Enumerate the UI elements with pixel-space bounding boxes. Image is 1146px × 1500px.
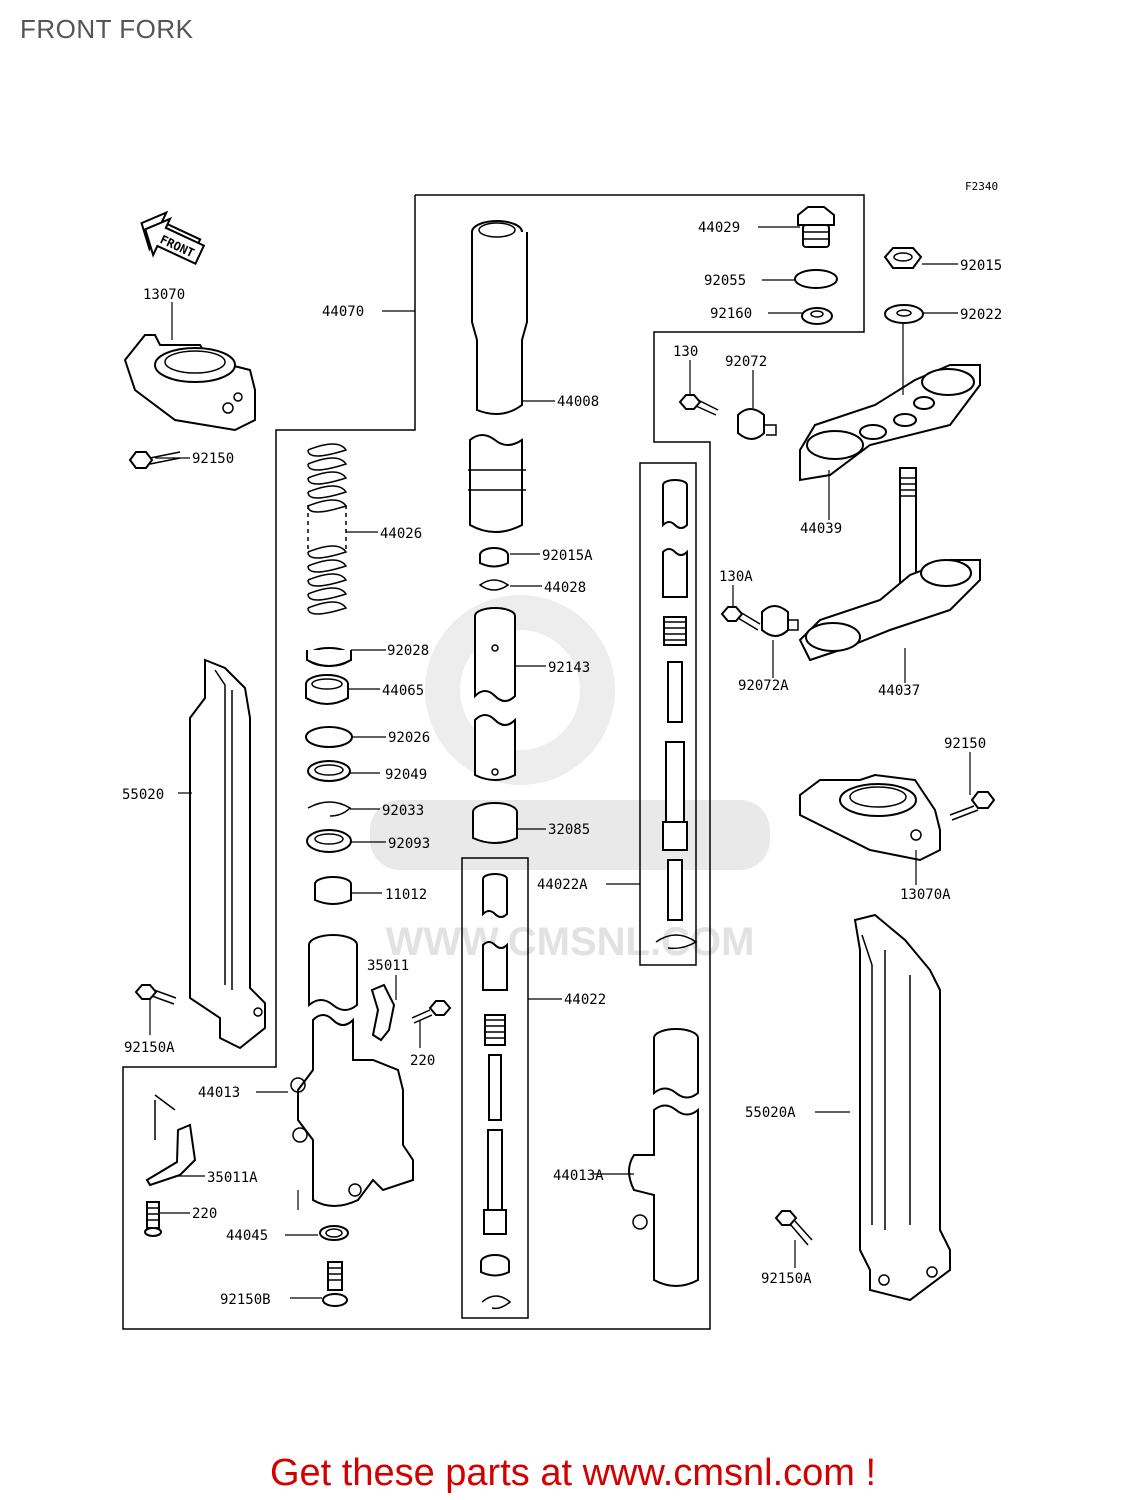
o-ring-92055 bbox=[794, 269, 838, 289]
nut-92015A bbox=[479, 547, 509, 568]
label-55020: 55020 bbox=[122, 787, 164, 803]
label-92022: 92022 bbox=[960, 307, 1002, 323]
bolt-92150A-left bbox=[134, 984, 177, 1005]
label-130A: 130A bbox=[719, 569, 753, 585]
fork-spring-44026 bbox=[307, 443, 348, 615]
part-labels: 44029 92055 92160 92015 92022 13070 4407… bbox=[122, 220, 1002, 1308]
label-92033: 92033 bbox=[382, 803, 424, 819]
oil-seal-92049 bbox=[307, 760, 351, 782]
label-32085: 32085 bbox=[548, 822, 590, 838]
label-92015A: 92015A bbox=[542, 548, 593, 564]
fork-group-outline bbox=[122, 194, 865, 1330]
label-44045: 44045 bbox=[226, 1228, 268, 1244]
label-13070: 13070 bbox=[143, 287, 185, 303]
damper-rod-44022 bbox=[480, 873, 512, 1310]
label-92150-right: 92150 bbox=[944, 736, 986, 752]
label-11012: 11012 bbox=[385, 887, 427, 903]
label-92072A: 92072A bbox=[738, 678, 789, 694]
inner-tube-44013A bbox=[628, 1028, 699, 1287]
label-55020A: 55020A bbox=[745, 1105, 796, 1121]
clamp-35011 bbox=[370, 983, 396, 1042]
cartridge-44022A bbox=[655, 479, 698, 950]
bolt-130A bbox=[720, 606, 761, 631]
label-220-upper: 220 bbox=[410, 1053, 435, 1069]
nut-92015 bbox=[883, 247, 923, 269]
fork-guard-55020 bbox=[189, 658, 266, 1050]
bolt-92150B bbox=[322, 1261, 348, 1307]
washer-44045 bbox=[319, 1225, 349, 1241]
clamp-92072 bbox=[737, 408, 777, 440]
piston-32085 bbox=[472, 802, 518, 844]
label-130: 130 bbox=[673, 344, 698, 360]
label-44028: 44028 bbox=[544, 580, 586, 596]
circlip-92033 bbox=[307, 801, 352, 817]
steering-stem-44037 bbox=[798, 467, 981, 662]
label-44026: 44026 bbox=[380, 526, 422, 542]
footer-promo-link[interactable]: Get these parts at www.cmsnl.com ! bbox=[269, 1452, 877, 1494]
label-92160: 92160 bbox=[710, 306, 752, 322]
bolt-220-lower bbox=[144, 1201, 162, 1237]
label-44022A: 44022A bbox=[537, 877, 588, 893]
ring-92028 bbox=[306, 647, 352, 667]
cartridge-box bbox=[639, 462, 697, 966]
label-92026: 92026 bbox=[388, 730, 430, 746]
label-92143: 92143 bbox=[548, 660, 590, 676]
label-92150A-left: 92150A bbox=[124, 1040, 175, 1056]
leader-lines bbox=[149, 226, 971, 1299]
label-44065: 44065 bbox=[382, 683, 424, 699]
washer-92022 bbox=[884, 304, 924, 324]
label-92015: 92015 bbox=[960, 258, 1002, 274]
label-44013A: 44013A bbox=[553, 1168, 604, 1184]
clamp-35011A bbox=[145, 1094, 197, 1187]
label-92055: 92055 bbox=[704, 273, 746, 289]
exploded-parts-diagram: WWW.CMSNL.COM F2340 FRONT bbox=[122, 180, 1002, 1330]
label-92028: 92028 bbox=[387, 643, 429, 659]
bolt-92150A-right bbox=[774, 1210, 813, 1246]
label-92072: 92072 bbox=[725, 354, 767, 370]
dust-seal-92093 bbox=[306, 829, 352, 853]
clip-44028 bbox=[478, 579, 510, 591]
label-44022: 44022 bbox=[564, 992, 606, 1008]
label-44070: 44070 bbox=[322, 304, 364, 320]
bolt-92150-right bbox=[949, 791, 996, 821]
label-92150-top: 92150 bbox=[192, 451, 234, 467]
label-220-lower: 220 bbox=[192, 1206, 217, 1222]
clamp-92072A bbox=[761, 605, 799, 637]
fork-guard-55020A bbox=[853, 913, 951, 1302]
label-35011: 35011 bbox=[367, 958, 409, 974]
label-92150B: 92150B bbox=[220, 1292, 271, 1308]
fork-cap-bolt-44029 bbox=[797, 206, 835, 248]
watermark-text: WWW.CMSNL.COM bbox=[386, 920, 755, 964]
fork-guard-bracket-13070 bbox=[123, 334, 256, 432]
page-title: FRONT FORK bbox=[20, 14, 194, 44]
label-92150A-right: 92150A bbox=[761, 1271, 812, 1287]
fork-guard-bracket-13070A bbox=[799, 773, 941, 862]
bolt-130 bbox=[678, 394, 719, 416]
inner-tube-44013 bbox=[290, 934, 414, 1207]
label-92093: 92093 bbox=[388, 836, 430, 852]
bolt-92150-top bbox=[128, 451, 181, 469]
spacer-92143 bbox=[474, 607, 516, 781]
bushing-44065 bbox=[305, 674, 349, 705]
figure-code: F2340 bbox=[965, 180, 998, 193]
outer-tube-44008 bbox=[468, 220, 528, 533]
label-44008: 44008 bbox=[557, 394, 599, 410]
front-arrow-icon: FRONT bbox=[140, 210, 206, 266]
upper-bracket-44039 bbox=[799, 364, 981, 482]
label-44013: 44013 bbox=[198, 1085, 240, 1101]
label-92049: 92049 bbox=[385, 767, 427, 783]
seal-92160 bbox=[801, 307, 833, 325]
damper-rod-box bbox=[461, 857, 529, 1319]
bushing-11012 bbox=[314, 876, 352, 905]
label-35011A: 35011A bbox=[207, 1170, 258, 1186]
bolt-220-upper bbox=[411, 1000, 452, 1024]
label-44029: 44029 bbox=[698, 220, 740, 236]
label-44037: 44037 bbox=[878, 683, 920, 699]
label-44039: 44039 bbox=[800, 521, 842, 537]
label-13070A: 13070A bbox=[900, 887, 951, 903]
washer-92026 bbox=[305, 726, 353, 748]
